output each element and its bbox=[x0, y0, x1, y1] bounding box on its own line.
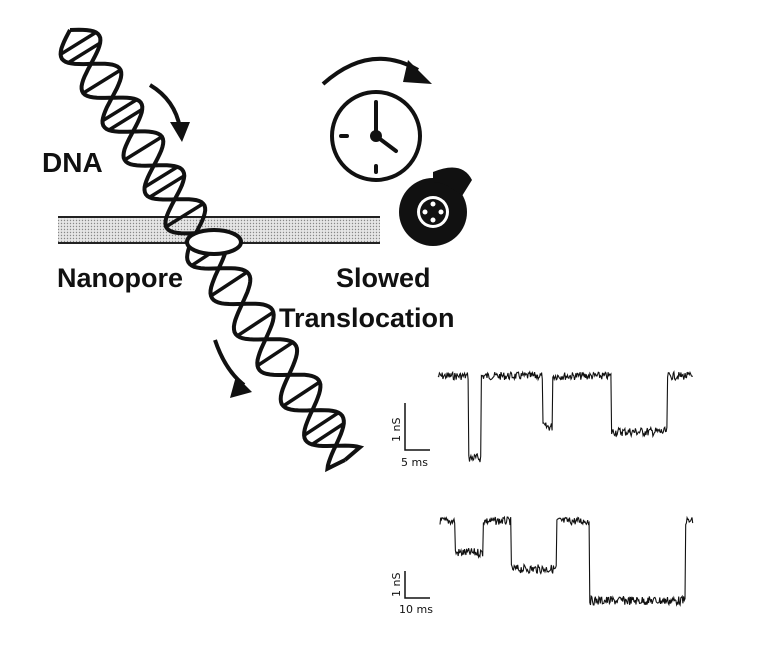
dna-base-pair bbox=[282, 380, 321, 408]
dna-base-pair bbox=[143, 165, 179, 189]
bottom-scale-y-label: 1 nS bbox=[390, 573, 403, 597]
bottom-scale-bar: 1 nS 10 ms bbox=[390, 571, 433, 616]
top-trace-line bbox=[437, 370, 693, 463]
dna-base-pair bbox=[107, 107, 144, 132]
dna-base-pair bbox=[209, 270, 249, 298]
dna-base-pair bbox=[148, 174, 186, 199]
top-scale-x-label: 5 ms bbox=[401, 456, 428, 469]
bottom-scale-x-label: 10 ms bbox=[399, 603, 433, 616]
bottom-trace-line bbox=[439, 515, 694, 607]
dna-base-pair bbox=[165, 202, 205, 229]
clock-icon bbox=[330, 90, 422, 182]
translocation-arrow-top bbox=[148, 83, 190, 142]
top-trace bbox=[437, 370, 693, 463]
top-scale-y-label: 1 nS bbox=[390, 418, 403, 442]
slowed-label: Slowed bbox=[336, 263, 431, 293]
brake-disc-icon bbox=[399, 167, 472, 246]
clockwise-arrow-icon bbox=[321, 56, 432, 86]
dna-base-pair bbox=[82, 68, 122, 95]
dna-base-pair bbox=[311, 422, 345, 446]
bottom-trace bbox=[439, 515, 694, 607]
dna-base-pair bbox=[236, 310, 275, 338]
dna-base-pair bbox=[59, 30, 97, 56]
dna-base-pair bbox=[123, 135, 163, 162]
top-scale-bar: 1 nS 5 ms bbox=[390, 403, 430, 469]
translocation-label: Translocation bbox=[279, 303, 455, 333]
translocation-arrow-bottom bbox=[213, 339, 252, 398]
dna-base-pair bbox=[101, 98, 138, 123]
dna-base-pair bbox=[67, 41, 102, 65]
dna-base-pair bbox=[256, 340, 294, 368]
dna-base-pair bbox=[303, 411, 340, 437]
nanopore-label: Nanopore bbox=[57, 263, 183, 293]
nanopore-ring bbox=[185, 228, 243, 256]
dna-label: DNA bbox=[42, 147, 103, 178]
